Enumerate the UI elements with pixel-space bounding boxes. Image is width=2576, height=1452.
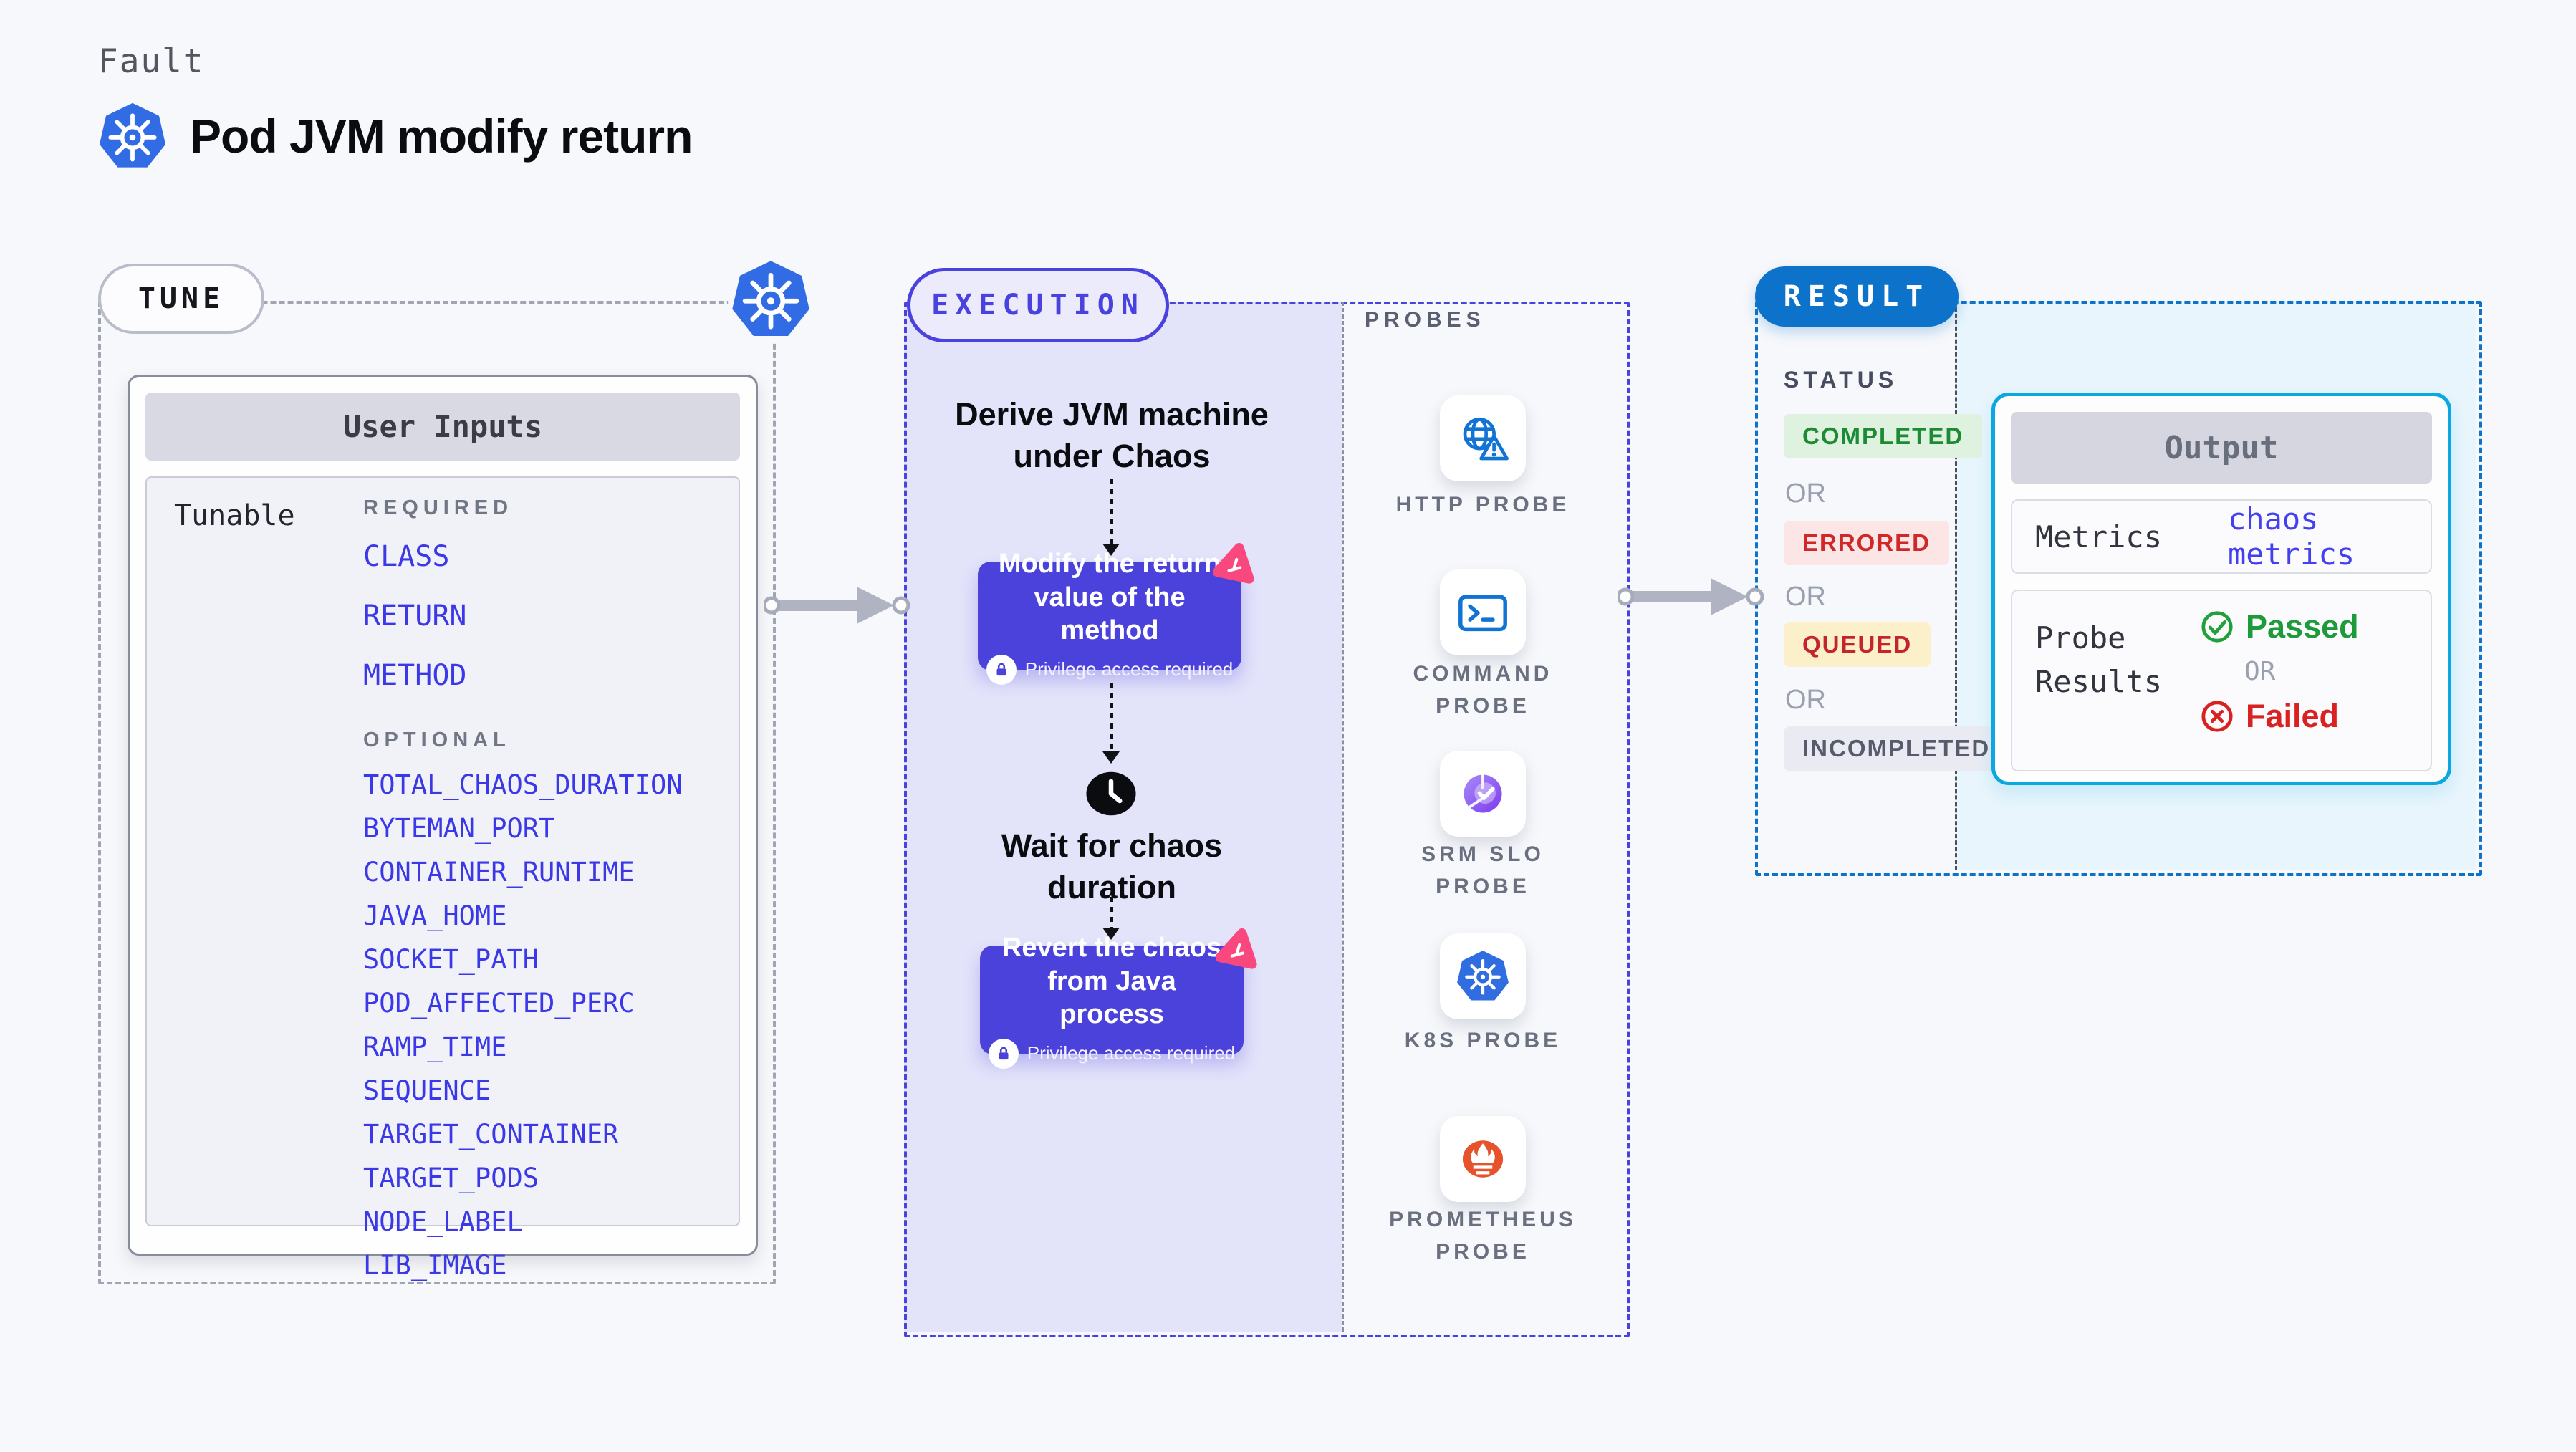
input-item: METHOD: [363, 659, 467, 692]
user-inputs-card: User Inputs Tunable REQUIRED CLASS RETUR…: [128, 375, 758, 1281]
flow-arrow-down: [1102, 897, 1120, 940]
prometheus-probe-tile: [1440, 1116, 1526, 1202]
probe-results-label: Probe Results: [2035, 620, 2163, 699]
input-item: BYTEMAN_PORT: [363, 813, 555, 844]
probe-label: COMMAND PROBE: [1413, 662, 1553, 718]
status-heading: STATUS: [1784, 367, 1898, 393]
input-item: RAMP_TIME: [363, 1032, 507, 1062]
user-inputs-title: User Inputs: [145, 393, 740, 461]
slo-pie-check-icon: [1464, 774, 1502, 813]
result-divider: [1955, 301, 1957, 870]
globe-warning-icon: [1463, 418, 1509, 461]
kubernetes-corner-icon: [728, 256, 814, 342]
srm-slo-probe-tile: [1440, 751, 1526, 837]
tune-to-execution-arrow: [764, 587, 910, 624]
lock-icon: [986, 654, 1017, 685]
input-item: CLASS: [363, 540, 450, 573]
status-badge-completed: COMPLETED: [1784, 414, 1983, 458]
input-item: SEQUENCE: [363, 1075, 491, 1106]
privilege-badge: Privilege access required: [988, 1038, 1236, 1069]
title-row: Pod JVM modify return: [98, 100, 693, 172]
flow-arrow-down: [1102, 479, 1120, 556]
privilege-text: Privilege access required: [1024, 658, 1234, 681]
user-inputs-panel: Tunable REQUIRED CLASS RETURN METHOD OPT…: [145, 476, 740, 1281]
command-probe-tile: [1440, 569, 1526, 655]
check-circle-icon: [2201, 611, 2233, 643]
privilege-badge: Privilege access required: [986, 654, 1234, 685]
http-probe-tile: [1440, 395, 1526, 481]
kubernetes-icon: [99, 102, 166, 168]
input-item: TARGET_CONTAINER: [363, 1119, 619, 1150]
status-badge-incompleted: INCOMPLETED: [1784, 726, 2009, 771]
failed-item: Failed: [2200, 698, 2359, 735]
probes-divider: [1342, 302, 1344, 1332]
probe-label: HTTP PROBE: [1395, 493, 1570, 516]
metrics-label: Metrics: [2035, 519, 2163, 554]
or-separator: OR: [1785, 582, 1826, 612]
chaos-hub-icon: [1213, 543, 1254, 584]
lock-icon: [988, 1038, 1019, 1069]
derive-step-text: Derive JVM machine under Chaos: [955, 396, 1269, 474]
execution-lane-label: EXECUTION: [907, 268, 1169, 342]
or-separator: OR: [2244, 657, 2276, 686]
action-title: Modify the return value of the method: [998, 549, 1221, 646]
clock-icon: [1086, 771, 1136, 816]
output-title: Output: [2011, 412, 2432, 484]
flow-arrow-down: [1102, 683, 1120, 764]
k8s-probe-tile: [1440, 933, 1526, 1019]
input-item: POD_AFFECTED_PERC: [363, 988, 635, 1019]
tune-lane-label: TUNE: [98, 264, 264, 334]
chaos-hub-icon: [1216, 928, 1257, 969]
revert-chaos-action: Revert the chaos from Java process Privi…: [980, 933, 1244, 1069]
action-title: Revert the chaos from Java process: [1001, 933, 1222, 1030]
probe-label: K8S PROBE: [1404, 1029, 1562, 1052]
input-list: REQUIRED CLASS RETURN METHOD OPTIONAL TO…: [363, 496, 683, 1294]
kubernetes-icon: [1457, 951, 1509, 1001]
input-item: TARGET_PODS: [363, 1163, 539, 1193]
modify-return-action: Modify the return value of the method Pr…: [978, 549, 1241, 685]
tunable-label: Tunable: [174, 499, 295, 532]
or-separator: OR: [1785, 685, 1826, 715]
tune-section-box: [98, 301, 776, 1284]
output-card: Output Metrics chaos metrics Probe Resul…: [1991, 393, 2451, 785]
execution-section-box: [904, 302, 1630, 1337]
prometheus-icon: [1462, 1140, 1504, 1178]
x-circle-icon: [2201, 701, 2233, 732]
terminal-icon: [1458, 595, 1507, 632]
input-item: RETURN: [363, 600, 467, 633]
input-item: TOTAL_CHAOS_DURATION: [363, 769, 683, 800]
input-item: LIB_IMAGE: [363, 1250, 507, 1281]
execution-to-result-arrow: [1618, 578, 1764, 615]
privilege-text: Privilege access required: [1027, 1042, 1236, 1064]
metrics-value: chaos metrics: [2228, 501, 2355, 572]
status-badge-errored: ERRORED: [1784, 521, 1950, 565]
execution-lane-background: [904, 302, 1342, 1332]
page-title: Pod JVM modify return: [190, 110, 693, 163]
fault-category-label: Fault: [98, 42, 205, 80]
failed-text: Failed: [2246, 698, 2340, 734]
wait-step-text: Wait for chaos duration: [1001, 827, 1223, 905]
required-heading: REQUIRED: [363, 496, 514, 519]
probes-heading: PROBES: [1365, 308, 1486, 332]
input-item: CONTAINER_RUNTIME: [363, 857, 635, 888]
input-item: SOCKET_PATH: [363, 944, 539, 975]
probe-results-row: Probe Results Passed OR Failed: [2011, 590, 2432, 771]
metrics-row: Metrics chaos metrics: [2011, 499, 2432, 574]
probe-label: SRM SLO PROBE: [1421, 842, 1544, 898]
status-badge-queued: QUEUED: [1784, 622, 1931, 667]
probe-results-values: Passed OR Failed: [2200, 608, 2359, 770]
passed-text: Passed: [2246, 608, 2359, 645]
passed-item: Passed: [2200, 608, 2359, 645]
result-lane-label: RESULT: [1755, 266, 1959, 327]
input-item: JAVA_HOME: [363, 900, 507, 931]
optional-heading: OPTIONAL: [363, 729, 511, 751]
probe-label: PROMETHEUS PROBE: [1389, 1208, 1577, 1264]
or-separator: OR: [1785, 479, 1826, 509]
input-item: NODE_LABEL: [363, 1206, 523, 1237]
